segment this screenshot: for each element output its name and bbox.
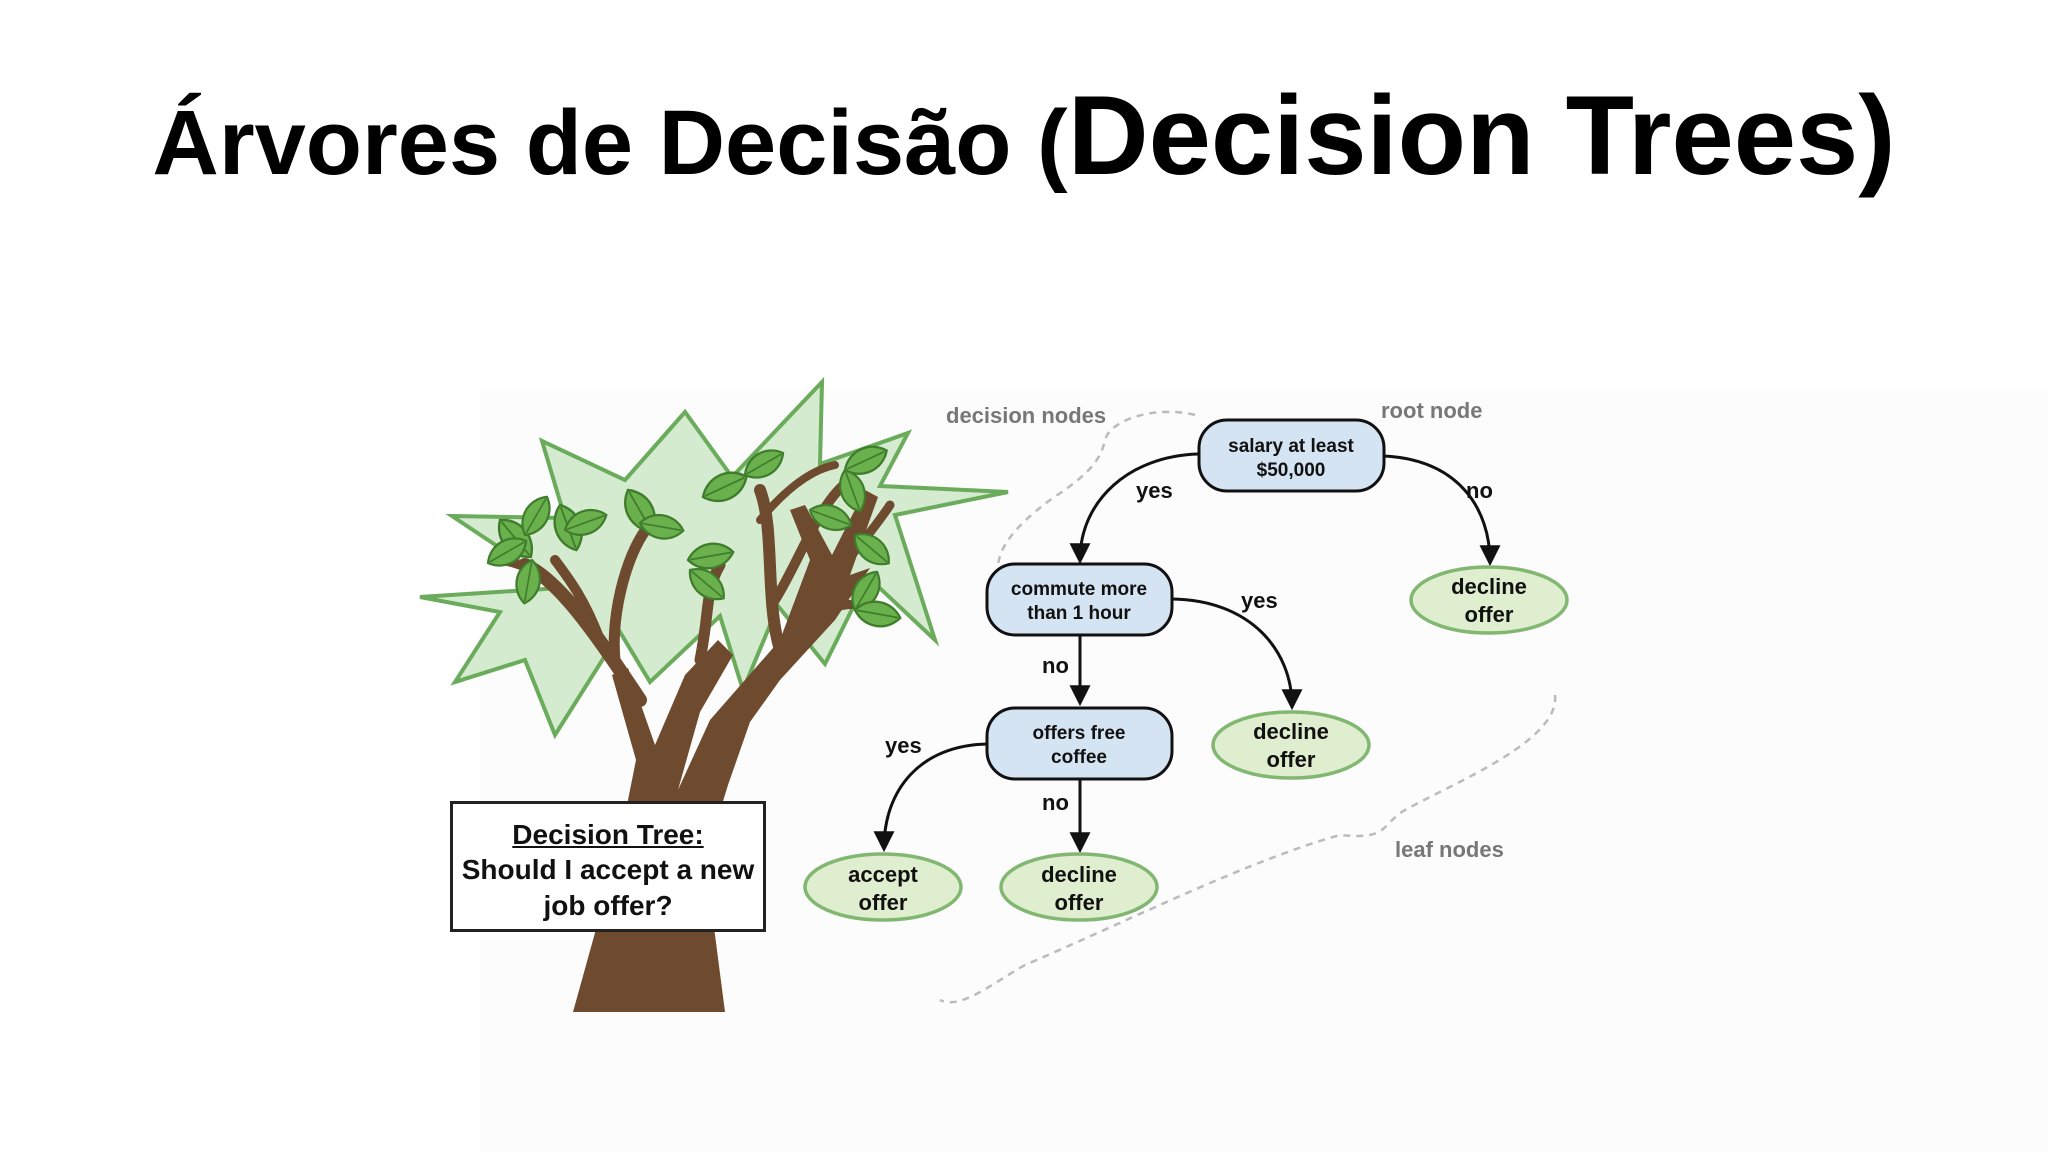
edge-coffee-yes — [873, 742, 989, 853]
edge-label-commute-yes: yes — [1241, 588, 1278, 613]
decision-node-coffee: offers free coffee — [985, 706, 1174, 781]
caption-title: Decision Tree: — [512, 819, 704, 850]
leaf-node-commute-yes: decline offer — [1211, 710, 1371, 780]
edge-label-root-no: no — [1466, 478, 1493, 503]
leaf-root-no-line1: decline — [1451, 574, 1527, 599]
title-portuguese: Árvores de Decisão ( — [152, 92, 1068, 194]
edge-label-coffee-no: no — [1042, 790, 1069, 815]
decision-nodes-outline — [996, 410, 1196, 591]
leaf-commute-yes-line1: decline — [1253, 719, 1329, 744]
root-node-line2: $50,000 — [1257, 460, 1326, 481]
commute-node-line2: than 1 hour — [1027, 603, 1131, 624]
leaf-node-coffee-yes: accept offer — [803, 852, 963, 922]
coffee-node-line1: offers free — [1033, 723, 1126, 744]
root-node-line1: salary at least — [1228, 436, 1354, 457]
title-english: Decision Trees) — [1067, 73, 1896, 198]
edge-label-coffee-yes: yes — [885, 733, 922, 758]
leaf-node-coffee-no: decline offer — [999, 852, 1159, 922]
leaf-coffee-yes-line1: accept — [848, 862, 918, 887]
slide-title: Árvores de Decisão (Decision Trees) — [0, 80, 2048, 192]
leaf-root-no-line2: offer — [1465, 602, 1514, 627]
edge-commute-yes — [1171, 597, 1303, 711]
leaf-nodes-outline — [939, 694, 1557, 1004]
caption-text: Should I accept a new job offer? — [461, 854, 755, 921]
leaf-node-root-no: decline offer — [1409, 565, 1569, 635]
leaf-commute-yes-line2: offer — [1267, 747, 1316, 772]
leaf-coffee-no-line2: offer — [1055, 890, 1104, 915]
edge-root-no — [1383, 454, 1501, 567]
leaf-nodes-label: leaf nodes — [1395, 837, 1504, 862]
leaf-coffee-yes-line2: offer — [859, 890, 908, 915]
coffee-node-line2: coffee — [1051, 747, 1107, 768]
edges — [873, 452, 1501, 854]
tree-caption-box: Decision Tree: Should I accept a new job… — [450, 801, 766, 932]
root-node-label: root node — [1381, 398, 1482, 423]
leaf-coffee-no-line1: decline — [1041, 862, 1117, 887]
decision-node-root: salary at least $50,000 — [1197, 418, 1386, 493]
edge-label-commute-no: no — [1042, 653, 1069, 678]
edge-label-root-yes: yes — [1136, 478, 1173, 503]
edge-root-yes — [1069, 452, 1199, 565]
decision-nodes-label: decision nodes — [946, 403, 1106, 428]
commute-node-line1: commute more — [1011, 579, 1147, 600]
decision-node-commute: commute more than 1 hour — [985, 562, 1174, 637]
